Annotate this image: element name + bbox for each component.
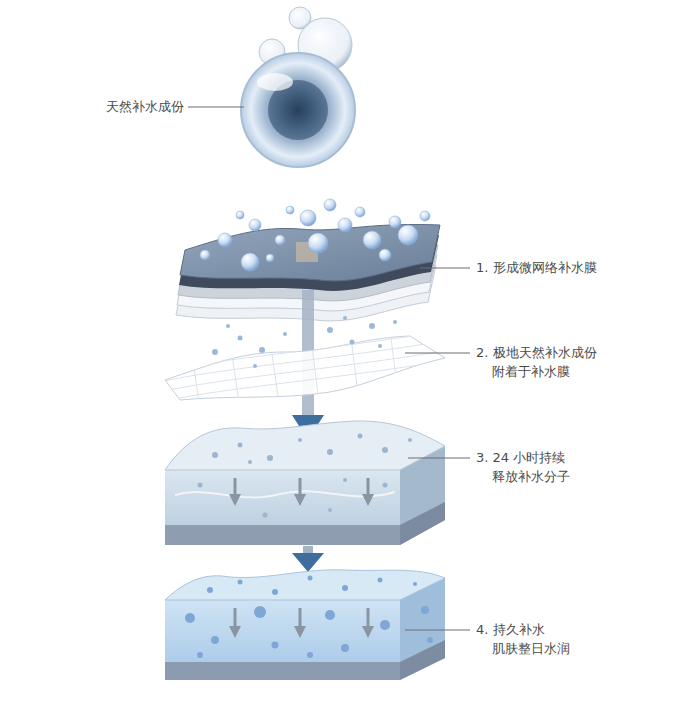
callout-label: 3. 24 小时持续 释放补水分子 xyxy=(476,448,604,486)
callout-label: 2. 极地天然补水成份 附着于补水膜 xyxy=(476,343,604,381)
callout-label: 1. 形成微网络补水膜 xyxy=(476,258,682,277)
callout-label: 4. 持久补水 肌肤整日水润 xyxy=(476,620,604,658)
callout-label: 天然补水成份 xyxy=(106,97,184,116)
